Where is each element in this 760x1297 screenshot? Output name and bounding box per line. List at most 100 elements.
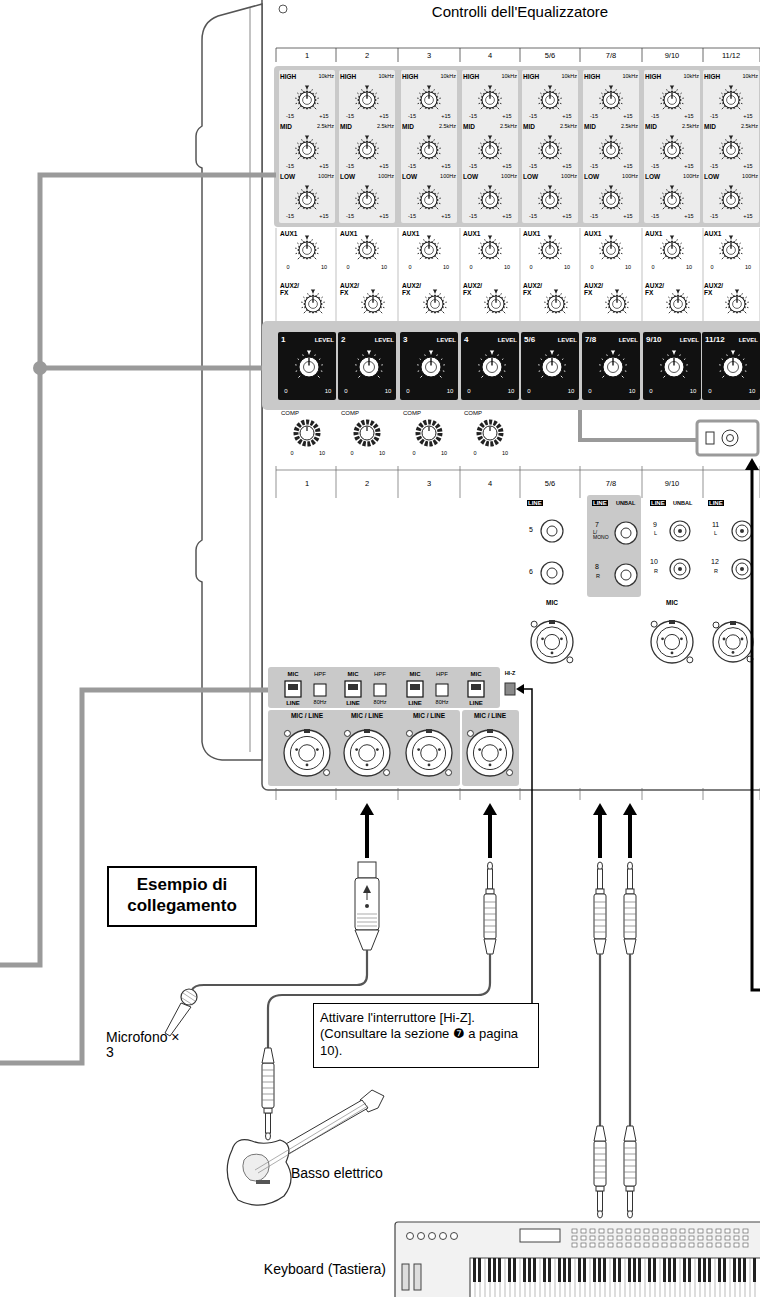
panel-label: 0 <box>649 388 652 394</box>
panel-label: UNBAL <box>673 501 692 507</box>
panel-label: 2.5kHz <box>317 124 334 130</box>
panel-label: 2 <box>365 480 369 488</box>
panel-label: AUX1 <box>584 231 601 238</box>
panel-label: 0 <box>406 388 409 394</box>
panel-label: 5/6 <box>545 480 555 488</box>
panel-label: MIC / LINE <box>291 713 323 720</box>
panel-label: LOW <box>584 174 599 181</box>
panel-label: 10 <box>508 388 515 394</box>
panel-label: -15 <box>710 164 718 170</box>
panel-label: LEVEL <box>680 337 699 343</box>
panel-label: COMP <box>403 410 421 416</box>
panel-label: MID <box>402 124 414 131</box>
panel-label: 1 <box>281 336 285 344</box>
panel-label: +15 <box>441 164 450 170</box>
panel-label: 2 <box>341 336 345 344</box>
panel-label: 10kHz <box>683 74 699 80</box>
panel-label: -15 <box>469 114 477 120</box>
panel-label: -15 <box>710 214 718 220</box>
panel-label: LINE <box>592 500 608 506</box>
panel-label: 10 <box>686 265 692 271</box>
panel-label: -15 <box>346 114 354 120</box>
panel-label: 0 <box>651 265 654 271</box>
panel-label: -15 <box>590 164 598 170</box>
panel-label: -15 <box>469 164 477 170</box>
panel-label: -15 <box>651 164 659 170</box>
panel-label: LEVEL <box>498 337 517 343</box>
panel-label: 80Hz <box>436 700 449 706</box>
panel-label: HIGH <box>645 74 661 81</box>
panel-label: 10 <box>749 388 756 394</box>
panel-label: 11 <box>712 521 719 528</box>
panel-label: 10 <box>745 265 751 271</box>
panel-label: COMP <box>341 410 359 416</box>
panel-label: 7/8 <box>585 336 596 344</box>
panel-label: 0 <box>710 265 713 271</box>
panel-label: 2 <box>365 52 369 60</box>
panel-label: 10 <box>502 451 508 457</box>
panel-label: 80Hz <box>314 700 327 706</box>
panel-label: -15 <box>590 114 598 120</box>
panel-label: 0 <box>467 388 470 394</box>
panel-label: 100Hz <box>318 174 334 180</box>
panel-label: AUX2/ FX <box>402 283 422 297</box>
panel-label: R <box>654 569 658 575</box>
panel-label: +15 <box>502 164 511 170</box>
panel-label: 10kHz <box>501 74 517 80</box>
panel-label: LOW <box>523 174 538 181</box>
panel-label: -15 <box>529 214 537 220</box>
panel-label: 1 <box>305 52 309 60</box>
panel-label: 2.5kHz <box>500 124 517 130</box>
panel-label: LEVEL <box>375 337 394 343</box>
panel-label: -15 <box>710 114 718 120</box>
panel-label: 10 <box>381 265 387 271</box>
panel-label: AUX1 <box>402 231 419 238</box>
panel-label: LINE <box>286 700 300 706</box>
panel-label: 100Hz <box>561 174 577 180</box>
panel-label: -15 <box>408 214 416 220</box>
panel-label: 0 <box>290 451 293 457</box>
panel-label: L <box>714 531 717 537</box>
panel-label: 10kHz <box>378 74 394 80</box>
panel-label: MID <box>523 124 535 131</box>
panel-label: LINE <box>469 700 483 706</box>
panel-label: 7 <box>595 521 599 528</box>
panel-label: 2.5kHz <box>621 124 638 130</box>
panel-label: 10 <box>629 388 636 394</box>
panel-label: MIC <box>471 671 482 677</box>
panel-label: R <box>714 569 718 575</box>
panel-label: MIC / LINE <box>413 713 445 720</box>
panel-label: HPF <box>374 671 386 677</box>
panel-label: AUX2/ FX <box>463 283 483 297</box>
panel-label: 2.5kHz <box>439 124 456 130</box>
panel-label: AUX1 <box>340 231 357 238</box>
panel-label: AUX2/ FX <box>523 283 543 297</box>
panel-label: Microfono × 3 <box>106 1030 182 1059</box>
panel-label: MID <box>340 124 352 131</box>
panel-label: 10 <box>690 388 697 394</box>
panel-label: 10 <box>504 265 510 271</box>
panel-label: LOW <box>280 174 295 181</box>
panel-label: HIGH <box>402 74 418 81</box>
panel-label: LOW <box>463 174 478 181</box>
panel-label: 0 <box>346 265 349 271</box>
panel-label: +15 <box>502 214 511 220</box>
panel-label: AUX2/ FX <box>704 283 724 297</box>
panel-label: HIGH <box>340 74 356 81</box>
panel-label: 80Hz <box>374 700 387 706</box>
panel-label: 9/10 <box>665 480 680 488</box>
panel-label: 10 <box>325 388 332 394</box>
panel-label: LOW <box>402 174 417 181</box>
panel-label: +15 <box>441 114 450 120</box>
panel-label: 0 <box>286 265 289 271</box>
panel-label: MIC <box>348 671 359 677</box>
panel-label: L <box>654 531 657 537</box>
panel-label: +15 <box>684 214 693 220</box>
panel-label: 100Hz <box>683 174 699 180</box>
panel-label: MID <box>645 124 657 131</box>
panel-label: MIC <box>410 671 421 677</box>
panel-label: MIC <box>666 600 678 607</box>
panel-label: 10 <box>564 265 570 271</box>
panel-label: 4 <box>464 336 468 344</box>
